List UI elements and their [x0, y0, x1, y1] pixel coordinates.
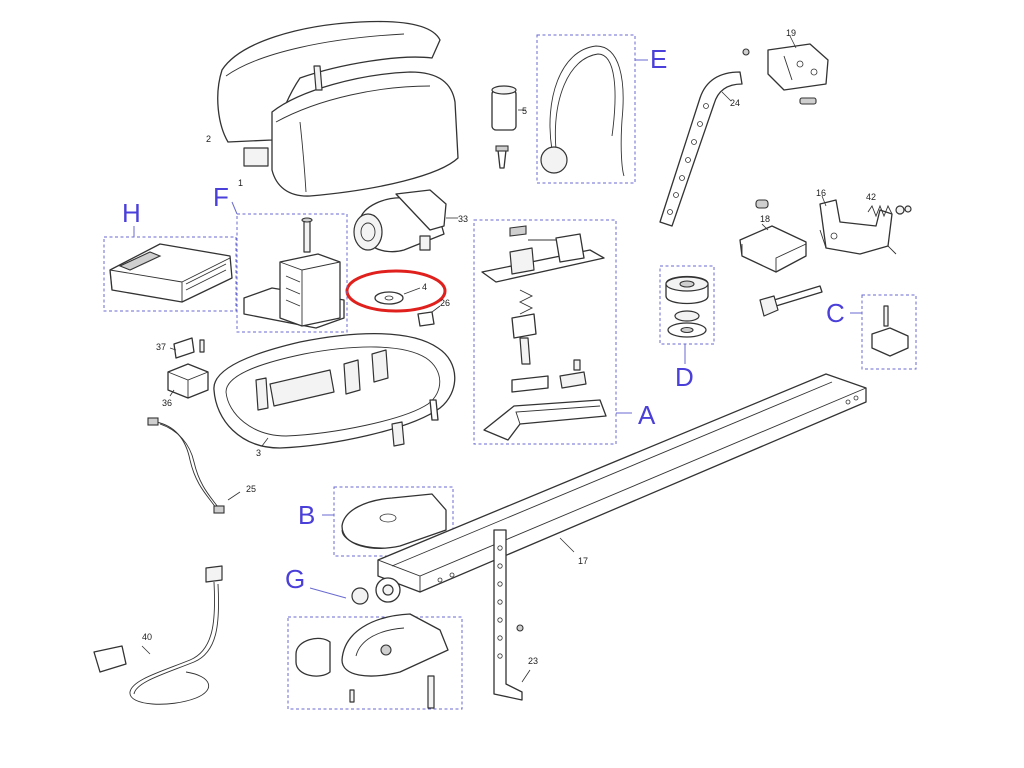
group-letter-f: F: [213, 182, 229, 212]
group-letter-g: G: [285, 564, 305, 594]
group-g-drive-gear: [309, 577, 401, 605]
part-number-labels: 1 2 3 4 5 16 17 18 19 23 24 25 26 33 36 …: [142, 28, 876, 666]
long-screw: [759, 285, 823, 317]
part-label-24: 24: [730, 98, 740, 108]
group-a-carriage: [473, 219, 632, 445]
part-label-33: 33: [458, 214, 468, 224]
part-label-40: 40: [142, 632, 152, 642]
part-label-42: 42: [866, 192, 876, 202]
group-c-clip: [850, 294, 917, 370]
part-42-spring: [867, 204, 912, 218]
part-label-18: 18: [760, 214, 770, 224]
part-26-clip: [417, 305, 441, 327]
group-letter-a: A: [638, 400, 656, 430]
part-18-mounting-plate: [739, 199, 807, 273]
group-g-lower-cover: [287, 613, 463, 710]
part-label-16: 16: [816, 188, 826, 198]
group-b-drive-cover: [322, 486, 454, 557]
part-label-36: 36: [162, 398, 172, 408]
part-label-23: 23: [528, 656, 538, 666]
part-37-clip: [169, 337, 205, 359]
group-e-release-cord: [536, 34, 648, 184]
part-label-3: 3: [256, 448, 261, 458]
group-letter-d: D: [675, 362, 694, 392]
part-3-base-housing: [213, 332, 456, 449]
part-label-19: 19: [786, 28, 796, 38]
part-label-5: 5: [522, 106, 527, 116]
cover-part-1: [271, 71, 459, 197]
part-label-17: 17: [578, 556, 588, 566]
part-label-37: 37: [156, 342, 166, 352]
part-36-terminal-block: [167, 363, 209, 399]
part-19-wall-bracket: [742, 35, 829, 105]
part-label-2: 2: [206, 134, 211, 144]
part-24-arm-bracket: [659, 71, 743, 227]
part-4-washer: [374, 287, 421, 305]
group-letter-c: C: [826, 298, 845, 328]
group-letter-e: E: [650, 44, 667, 74]
part-23-rail-bracket: [493, 529, 531, 701]
cover-assembly: [217, 20, 459, 197]
group-d-gear-set: [659, 265, 715, 364]
part-25-wire-harness: [147, 417, 241, 514]
part-label-26: 26: [440, 298, 450, 308]
group-letter-b: B: [298, 500, 315, 530]
group-h-control-board: [103, 226, 237, 312]
part-33-motor: [353, 189, 458, 253]
part-17-rail: [377, 373, 867, 593]
part-5-sleeve: [491, 85, 526, 169]
highlight-ring-part-4: [345, 269, 447, 313]
group-letters: A B C D E F G H: [122, 44, 845, 594]
part-16-bracket: [819, 195, 897, 255]
group-f-transformer: [231, 201, 348, 333]
part-label-4: 4: [422, 282, 427, 292]
part-40-power-cord: [93, 565, 223, 705]
group-letter-h: H: [122, 198, 141, 228]
part-label-25: 25: [246, 484, 256, 494]
part-label-1: 1: [238, 178, 243, 188]
